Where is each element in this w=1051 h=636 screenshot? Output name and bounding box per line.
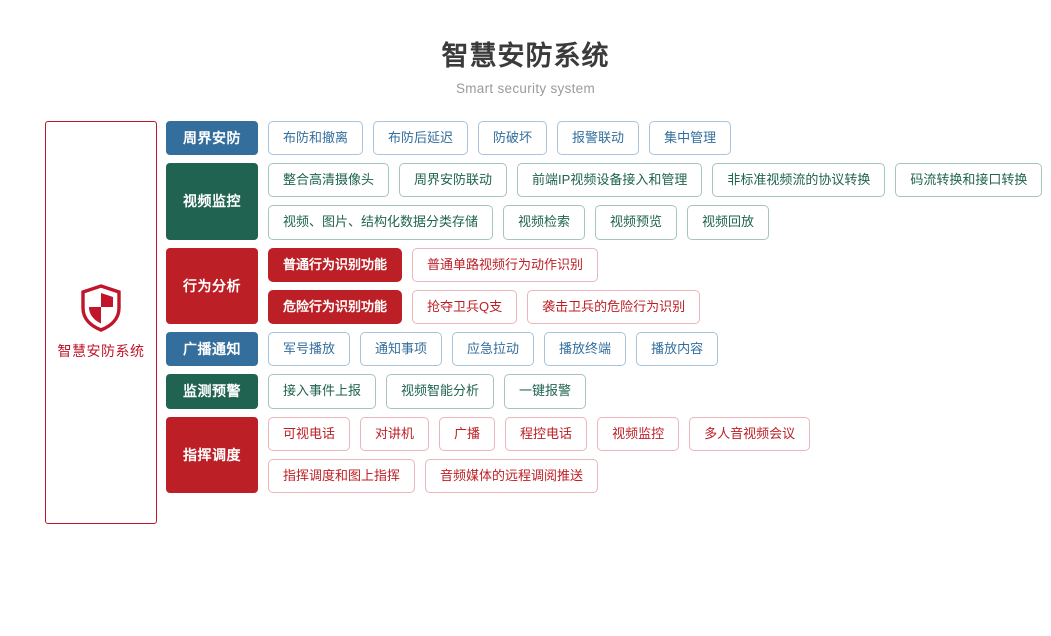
capability-item-group: 布防和撤离布防后延迟防破坏报警联动集中管理 bbox=[268, 120, 1051, 155]
category-label[interactable]: 周界安防 bbox=[166, 120, 258, 155]
capability-item-group: 军号播放通知事项应急拉动播放终端播放内容 bbox=[268, 332, 1051, 367]
capability-item-line: 危险行为识别功能抢夺卫兵Q支袭击卫兵的危险行为识别 bbox=[268, 289, 1051, 324]
capability-item[interactable]: 可视电话 bbox=[268, 416, 351, 451]
capability-item[interactable]: 抢夺卫兵Q支 bbox=[412, 289, 518, 324]
category-label[interactable]: 广播通知 bbox=[166, 332, 258, 367]
capability-item[interactable]: 整合高清摄像头 bbox=[268, 163, 390, 198]
page-subtitle: Smart security system bbox=[455, 80, 596, 96]
capability-item[interactable]: 报警联动 bbox=[557, 120, 640, 155]
category-label[interactable]: 指挥调度 bbox=[166, 416, 258, 493]
capability-item-line: 可视电话对讲机广播程控电话视频监控多人音视频会议 bbox=[268, 416, 1051, 451]
capability-row: 周界安防布防和撤离布防后延迟防破坏报警联动集中管理 bbox=[166, 120, 1051, 155]
capability-item[interactable]: 危险行为识别功能 bbox=[268, 289, 403, 324]
capability-row: 行为分析普通行为识别功能普通单路视频行为动作识别危险行为识别功能抢夺卫兵Q支袭击… bbox=[166, 247, 1051, 324]
capability-item-line: 接入事件上报视频智能分析一键报警 bbox=[268, 374, 1051, 409]
capability-item[interactable]: 通知事项 bbox=[360, 332, 443, 367]
capability-item[interactable]: 视频预览 bbox=[595, 205, 678, 240]
capability-item[interactable]: 应急拉动 bbox=[452, 332, 535, 367]
capability-item-line: 指挥调度和图上指挥音频媒体的远程调阅推送 bbox=[268, 458, 1051, 493]
capability-item[interactable]: 布防和撤离 bbox=[268, 120, 364, 155]
capability-item[interactable]: 周界安防联动 bbox=[399, 163, 508, 198]
category-label[interactable]: 监测预警 bbox=[166, 374, 258, 409]
capability-item[interactable]: 普通行为识别功能 bbox=[268, 247, 403, 282]
capability-item[interactable]: 对讲机 bbox=[360, 416, 430, 451]
capability-item[interactable]: 视频回放 bbox=[687, 205, 770, 240]
capability-item[interactable]: 接入事件上报 bbox=[268, 374, 377, 409]
capability-row: 指挥调度可视电话对讲机广播程控电话视频监控多人音视频会议指挥调度和图上指挥音频媒… bbox=[166, 416, 1051, 493]
capability-item[interactable]: 指挥调度和图上指挥 bbox=[268, 458, 416, 493]
capability-item[interactable]: 非标准视频流的协议转换 bbox=[712, 163, 886, 198]
capability-item-group: 普通行为识别功能普通单路视频行为动作识别危险行为识别功能抢夺卫兵Q支袭击卫兵的危… bbox=[268, 247, 1051, 324]
capability-item-line: 视频、图片、结构化数据分类存储视频检索视频预览视频回放 bbox=[268, 205, 1051, 240]
capability-item-group: 接入事件上报视频智能分析一键报警 bbox=[268, 374, 1051, 409]
capability-item[interactable]: 视频检索 bbox=[503, 205, 586, 240]
capability-item-line: 军号播放通知事项应急拉动播放终端播放内容 bbox=[268, 332, 1051, 367]
capability-item[interactable]: 视频、图片、结构化数据分类存储 bbox=[268, 205, 494, 240]
capability-item[interactable]: 码流转换和接口转换 bbox=[895, 163, 1043, 198]
page-title: 智慧安防系统 bbox=[441, 41, 610, 71]
capability-item[interactable]: 军号播放 bbox=[268, 332, 351, 367]
brand-panel: 智慧安防系统 bbox=[45, 120, 157, 524]
capability-item[interactable]: 程控电话 bbox=[505, 416, 588, 451]
capability-item[interactable]: 袭击卫兵的危险行为识别 bbox=[527, 289, 701, 324]
capability-item[interactable]: 视频监控 bbox=[597, 416, 680, 451]
capability-item-group: 整合高清摄像头周界安防联动前端IP视频设备接入和管理非标准视频流的协议转换码流转… bbox=[268, 163, 1051, 240]
capability-item-line: 整合高清摄像头周界安防联动前端IP视频设备接入和管理非标准视频流的协议转换码流转… bbox=[268, 163, 1051, 198]
capability-item-line: 普通行为识别功能普通单路视频行为动作识别 bbox=[268, 247, 1051, 282]
capability-rows: 周界安防布防和撤离布防后延迟防破坏报警联动集中管理视频监控整合高清摄像头周界安防… bbox=[166, 120, 1051, 524]
capability-item[interactable]: 广播 bbox=[439, 416, 496, 451]
capability-item[interactable]: 多人音视频会议 bbox=[689, 416, 811, 451]
capability-item[interactable]: 播放内容 bbox=[636, 332, 719, 367]
capability-row: 视频监控整合高清摄像头周界安防联动前端IP视频设备接入和管理非标准视频流的协议转… bbox=[166, 163, 1051, 240]
capability-row: 广播通知军号播放通知事项应急拉动播放终端播放内容 bbox=[166, 332, 1051, 367]
capability-item[interactable]: 前端IP视频设备接入和管理 bbox=[517, 163, 703, 198]
capability-item[interactable]: 播放终端 bbox=[544, 332, 627, 367]
main-content: 智慧安防系统 周界安防布防和撤离布防后延迟防破坏报警联动集中管理视频监控整合高清… bbox=[0, 120, 1051, 524]
capability-row: 监测预警接入事件上报视频智能分析一键报警 bbox=[166, 374, 1051, 409]
category-label[interactable]: 行为分析 bbox=[166, 247, 258, 324]
capability-item-group: 可视电话对讲机广播程控电话视频监控多人音视频会议指挥调度和图上指挥音频媒体的远程… bbox=[268, 416, 1051, 493]
brand-label: 智慧安防系统 bbox=[57, 342, 145, 359]
capability-item-line: 布防和撤离布防后延迟防破坏报警联动集中管理 bbox=[268, 120, 1051, 155]
category-label[interactable]: 视频监控 bbox=[166, 163, 258, 240]
page-header: 智慧安防系统 Smart security system bbox=[0, 0, 1051, 96]
capability-item[interactable]: 防破坏 bbox=[478, 120, 548, 155]
capability-item[interactable]: 普通单路视频行为动作识别 bbox=[412, 247, 599, 282]
capability-item[interactable]: 集中管理 bbox=[649, 120, 732, 155]
shield-icon bbox=[80, 283, 122, 332]
capability-item[interactable]: 音频媒体的远程调阅推送 bbox=[425, 458, 599, 493]
capability-item[interactable]: 视频智能分析 bbox=[386, 374, 495, 409]
capability-item[interactable]: 布防后延迟 bbox=[373, 120, 469, 155]
capability-item[interactable]: 一键报警 bbox=[504, 374, 587, 409]
